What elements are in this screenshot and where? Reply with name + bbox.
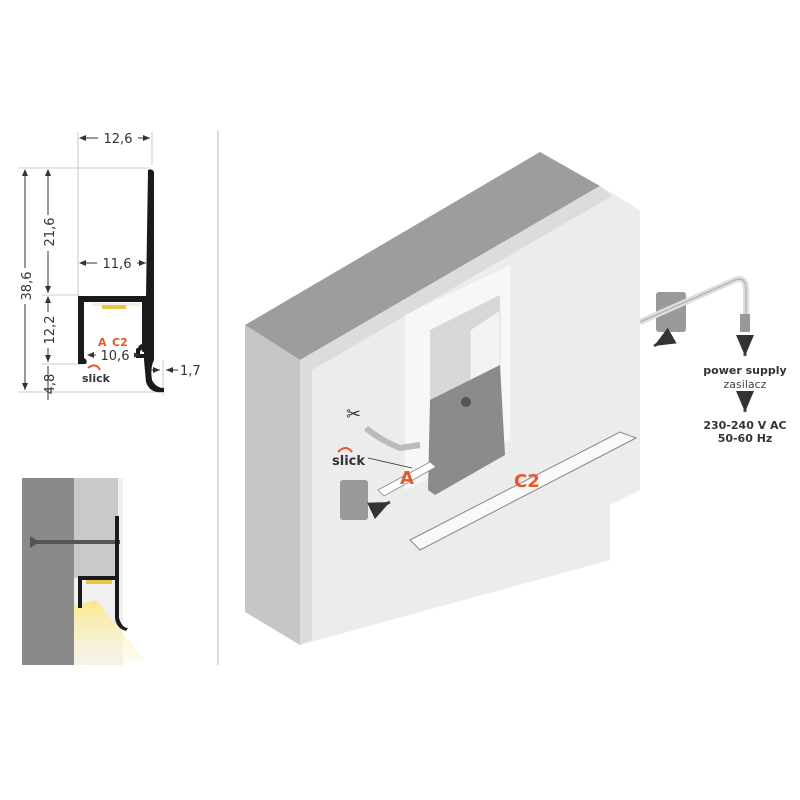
brand-slick-3d: slick xyxy=(332,454,365,469)
screw xyxy=(30,540,120,544)
wall-side xyxy=(245,325,300,645)
installed-section-view xyxy=(22,478,146,665)
connector xyxy=(740,314,750,332)
diffuser-c2 xyxy=(409,431,638,551)
power-supply-label: power supply xyxy=(703,364,786,377)
label-c2: C2 xyxy=(112,336,128,349)
label-c2-3d: C2 xyxy=(514,471,540,492)
dim-inner-width: 11,6 xyxy=(103,257,132,272)
profile-3d xyxy=(428,365,505,495)
end-cap-left xyxy=(340,480,368,520)
dim-opening-width: 10,6 xyxy=(101,349,130,364)
frequency-label: 50-60 Hz xyxy=(718,432,773,445)
power-cable xyxy=(638,276,749,325)
dim-height-total: 38,6 xyxy=(20,272,35,301)
dim-height-channel: 12,2 xyxy=(43,316,58,345)
voltage-label: 230-240 V AC xyxy=(703,419,786,432)
dim-height-bottom: 4,8 xyxy=(43,374,58,395)
led-strip xyxy=(92,303,140,306)
wall-top xyxy=(245,152,600,360)
assembly-view: ✂ slick A C2 power supply zasilacz 230-2… xyxy=(245,152,787,645)
led-strip-3d xyxy=(364,425,421,452)
label-a-3d: A xyxy=(400,468,414,489)
scissors-icon: ✂ xyxy=(346,404,361,425)
profile-installed xyxy=(78,516,128,631)
brand-slick: slick xyxy=(82,372,111,385)
dim-width-top: 12,6 xyxy=(104,132,133,147)
label-a: A xyxy=(98,336,107,349)
profile-cross-section: 12,6 38,6 21,6 12,2 4,8 11,6 10,6 1,7 A … xyxy=(18,130,201,400)
dim-lip: 1,7 xyxy=(180,364,201,379)
dim-height-upper: 21,6 xyxy=(43,218,58,247)
profile-shape xyxy=(78,169,164,393)
light-beam xyxy=(74,600,146,665)
power-supply-label-pl: zasilacz xyxy=(724,378,767,391)
